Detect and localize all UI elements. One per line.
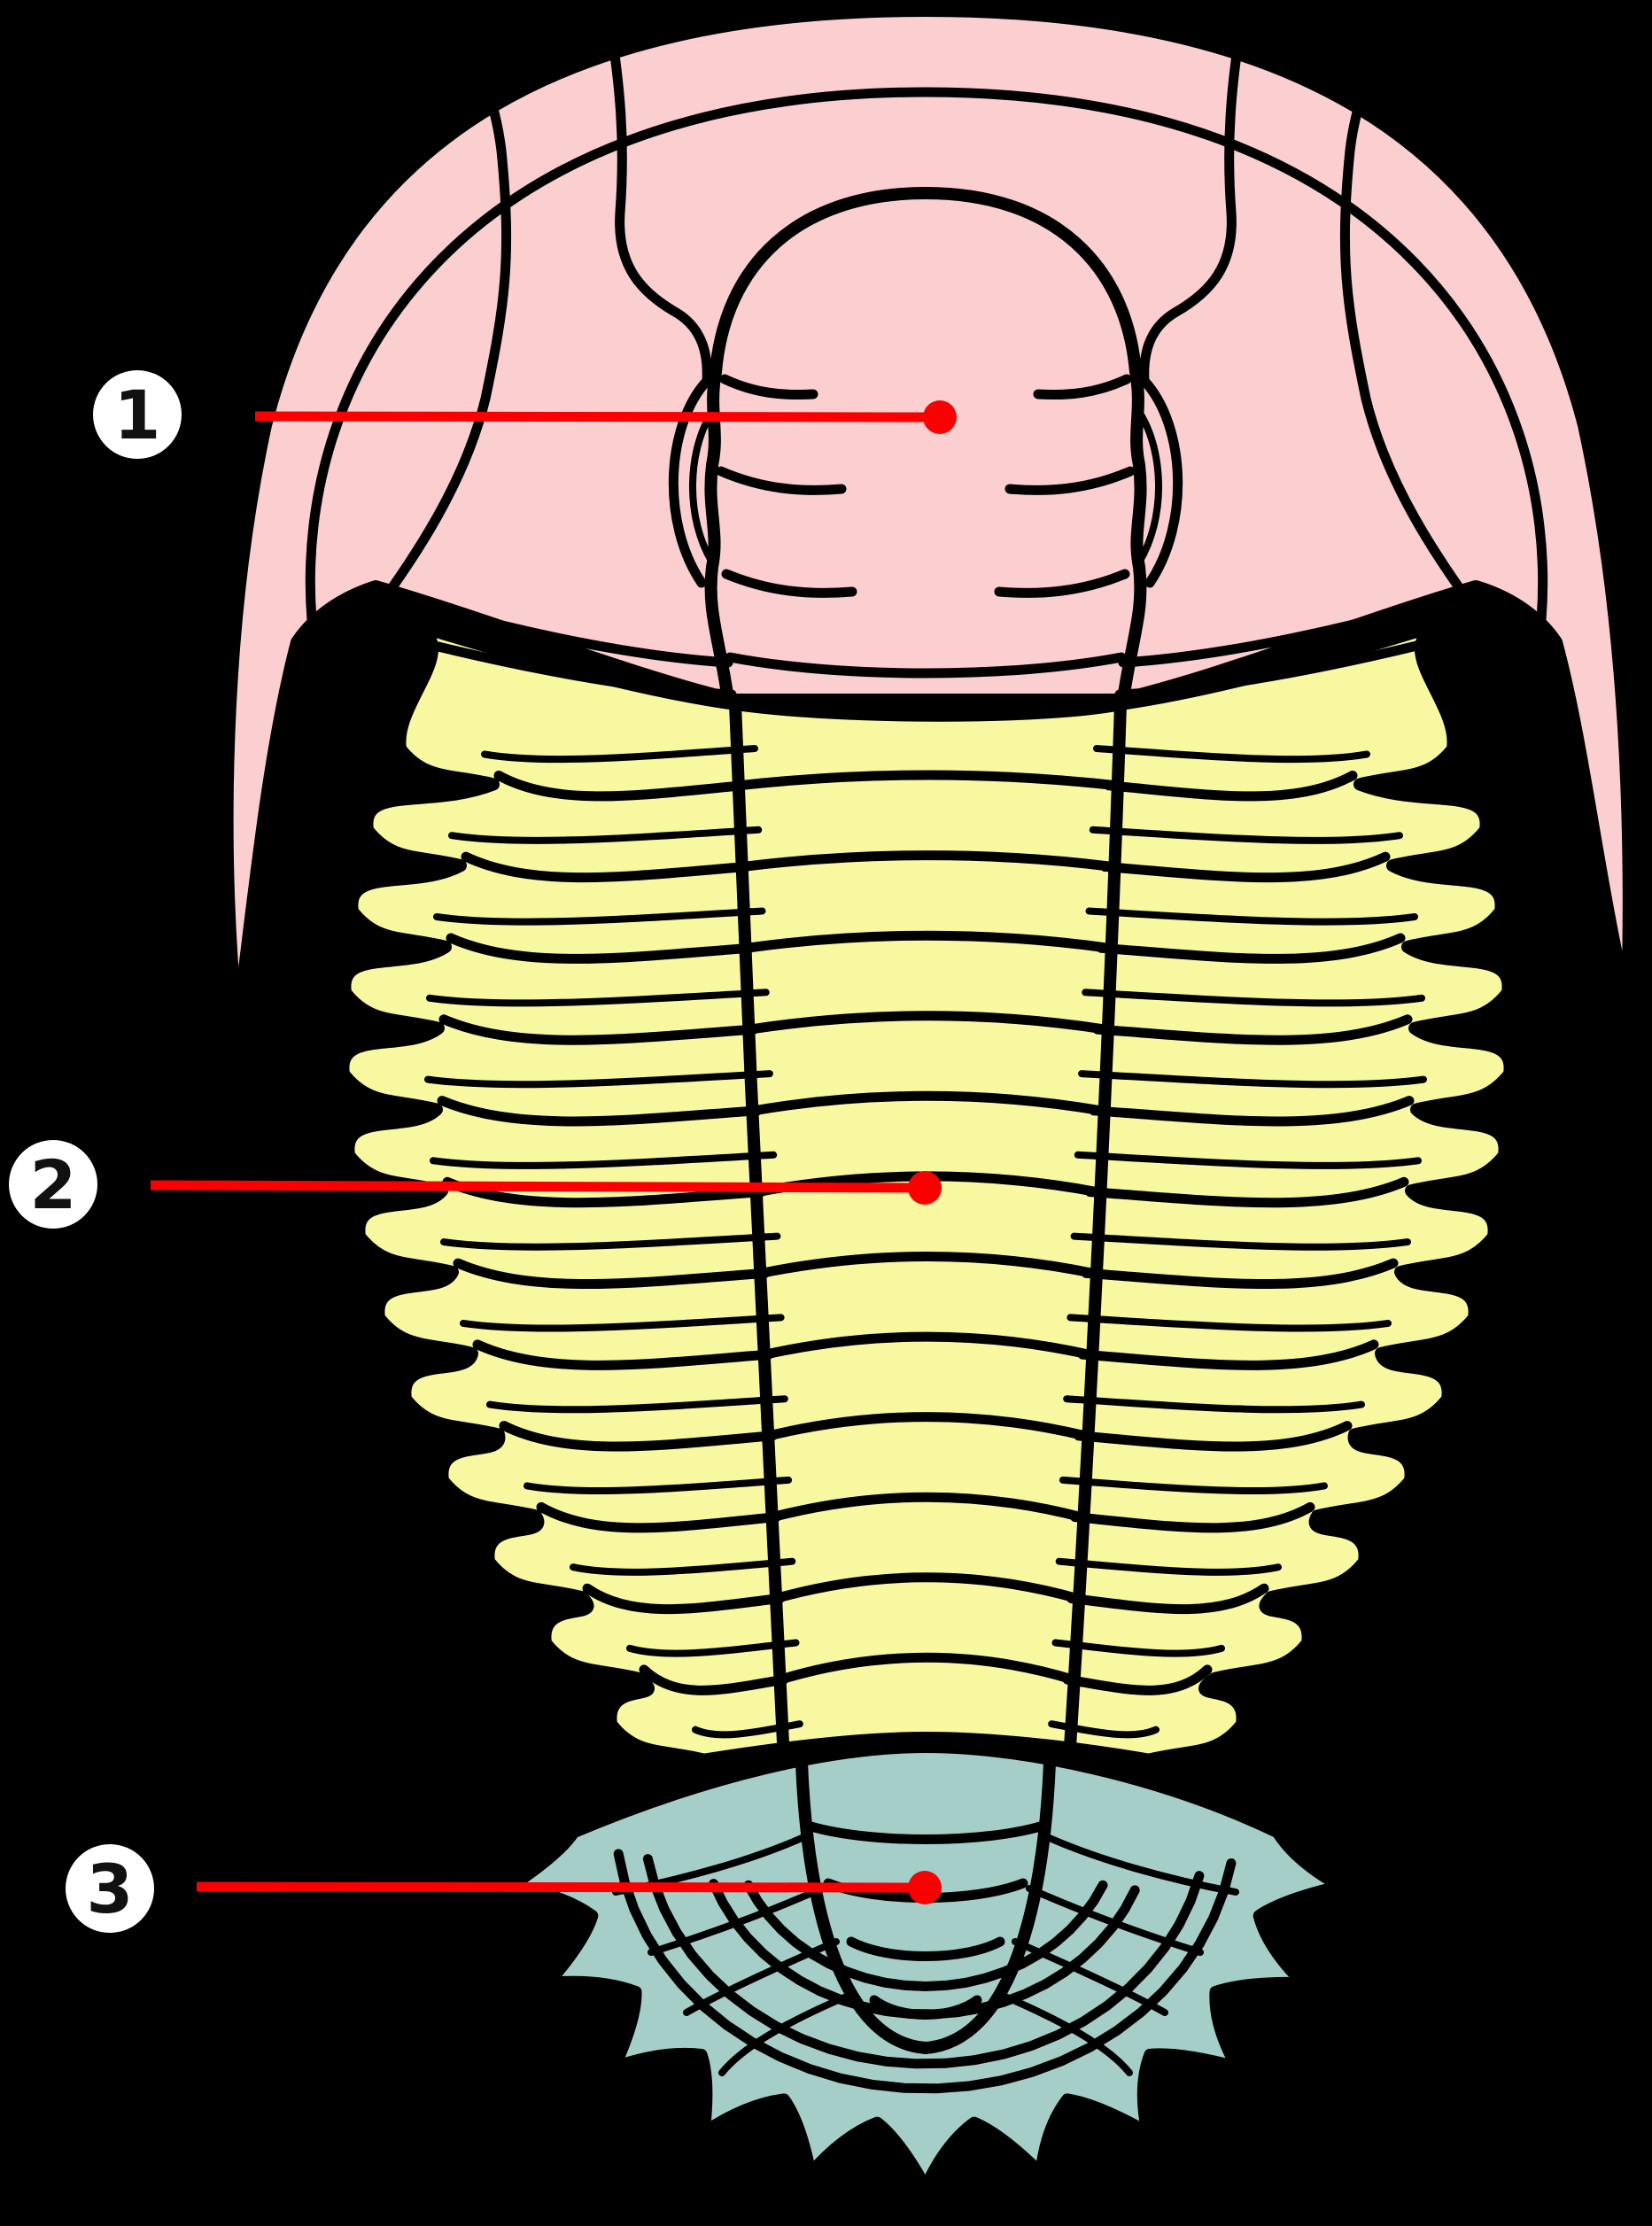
- pleura-boundary-line: [499, 1421, 778, 1452]
- thorax-axial-ring: [772, 1572, 1082, 1603]
- pygidium-rib: [683, 1938, 840, 2016]
- pygidium-margin-line: [613, 1849, 1237, 2094]
- callout-1: 1: [93, 370, 957, 459]
- pygidium-axis-ring: [800, 1819, 1051, 1844]
- thorax-axial-ring: [745, 1011, 1110, 1035]
- pleura-boundary-line: [582, 1583, 785, 1615]
- thorax-left-pleurae-lines: [424, 745, 803, 1739]
- callout-3: 3: [66, 1844, 942, 1933]
- callout-1-badge: [93, 370, 182, 459]
- pleura-boundary-line: [493, 771, 748, 802]
- pleura-boundary-line: [437, 1096, 763, 1127]
- callout-2-leader-line: [150, 1180, 926, 1193]
- facial-suture-inner: [604, 14, 712, 386]
- pleura-boundary-line: [453, 1258, 771, 1290]
- pleura-boundary-line: [639, 1664, 789, 1695]
- pygidium-axis-ring: [869, 1995, 982, 2020]
- callout-3-badge: [66, 1844, 154, 1933]
- callout-1-leader-line: [254, 411, 941, 423]
- pygidium-rib: [648, 1885, 826, 1956]
- thorax-axial-ring: [760, 1331, 1094, 1360]
- thorax-axial-ring: [748, 1090, 1106, 1116]
- pygidium-shield: [504, 1741, 1347, 2194]
- pleura-boundary-line: [438, 1014, 759, 1045]
- glabella-furrow: [721, 569, 857, 598]
- pleura-furrow-line: [486, 1395, 788, 1414]
- pleura-furrow-line: [433, 907, 766, 926]
- pleura-boundary-line: [442, 1176, 766, 1208]
- eye-ridge-outer: [668, 376, 712, 588]
- cephalon-left-details: [367, 7, 857, 700]
- pygidium-axis: [795, 1757, 1056, 2055]
- facial-suture-outer: [367, 7, 512, 621]
- callout-3-number: 3: [87, 1850, 134, 1928]
- thorax-axial-ring: [767, 1492, 1086, 1523]
- thorax-axial-ring: [741, 930, 1114, 953]
- pygidium-rib-arc: [743, 1880, 1108, 1992]
- pleura-furrow-line: [440, 1232, 781, 1251]
- callout-2-marker-dot: [908, 1171, 942, 1205]
- glabella-furrow: [719, 374, 818, 400]
- callout-2-number: 2: [30, 1145, 77, 1224]
- thorax-axial-ring: [738, 850, 1118, 872]
- pleura-furrow-line: [481, 745, 758, 764]
- callout-1-number: 1: [114, 376, 161, 454]
- callout-3-leader-line: [196, 1881, 926, 1893]
- pygidium-margin-line: [642, 1854, 1205, 2069]
- callout-2-badge: [9, 1140, 97, 1229]
- cephalon-border-line: [305, 87, 1548, 625]
- pleura-furrow-line: [570, 1557, 796, 1576]
- pleura-furrow-line: [426, 989, 770, 1007]
- callout-2: 2: [9, 1140, 942, 1229]
- pygidium-region: [504, 1741, 1347, 2194]
- pleura-boundary-line: [472, 1339, 774, 1370]
- posterior-border-line: [377, 586, 733, 668]
- pleura-boundary-line: [446, 933, 756, 964]
- thorax-axial-ring: [775, 1652, 1078, 1685]
- pleura-boundary-line: [536, 1501, 781, 1533]
- glabella: [704, 187, 1147, 706]
- pleura-furrow-line: [424, 1070, 773, 1089]
- glabella-furrow: [716, 466, 847, 495]
- pleura-boundary-line: [461, 851, 751, 883]
- callout-3-marker-dot: [908, 1871, 942, 1904]
- pleura-furrow-line: [430, 1151, 778, 1169]
- posterior-border-line: [404, 634, 737, 700]
- pygidium-rib: [718, 1991, 854, 2076]
- pleura-furrow-line: [524, 1476, 793, 1495]
- pleura-furrow-line: [460, 1314, 785, 1332]
- thorax-axial-ring: [764, 1412, 1090, 1441]
- cephalon-region: [221, 4, 1635, 1034]
- pleura-furrow-line: [448, 826, 763, 844]
- glabella-occipital-furrow: [725, 652, 1127, 679]
- callout-annotations: 1 2 3: [9, 370, 957, 1933]
- thorax-axial-ring: [733, 770, 1121, 791]
- eye-ridge-inner: [689, 406, 717, 569]
- pleura-furrow-line: [692, 1720, 803, 1739]
- callout-1-marker-dot: [923, 400, 957, 434]
- pleura-furrow-line: [626, 1639, 800, 1657]
- thorax-axial-ring: [756, 1252, 1098, 1278]
- pygidium-axis-ring: [846, 1936, 1005, 1961]
